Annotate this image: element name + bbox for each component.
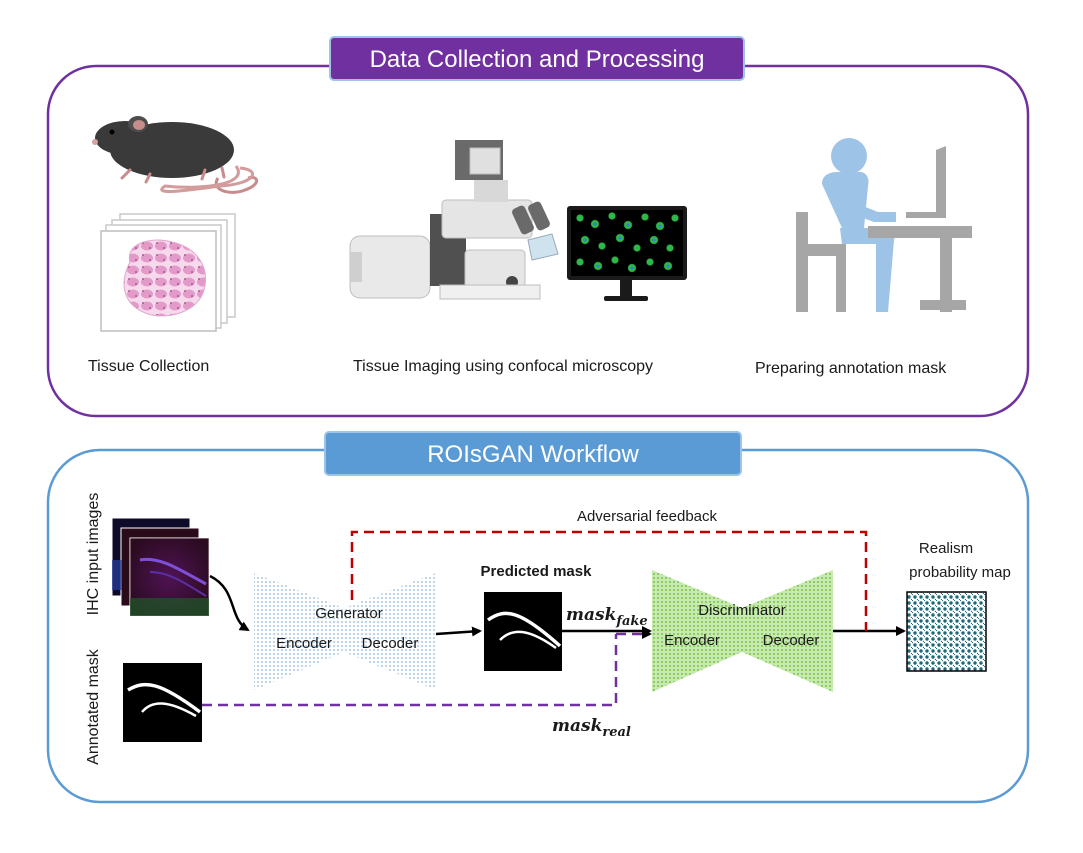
monitor-cells-icon [567, 206, 687, 301]
generator-decoder-shape [344, 573, 436, 690]
mouse-icon [92, 116, 259, 194]
discriminator-decoder-shape [742, 570, 833, 692]
discriminator-title: Discriminator [698, 602, 786, 619]
annotated-mask-label: Annotated mask [85, 648, 102, 765]
ihc-images-stack [111, 517, 210, 617]
mask-fake-label: maskfake [566, 605, 648, 629]
mask-real-base: mask [552, 716, 602, 736]
generator-decoder-label: Decoder [362, 635, 419, 652]
top-panel-title: Data Collection and Processing [370, 46, 705, 73]
realism-map-image [906, 591, 987, 672]
adversarial-feedback-label: Adversarial feedback [577, 508, 718, 525]
bottom-panel-title-box [324, 431, 742, 476]
person-at-desk-icon [796, 138, 972, 312]
annotated-mask-image [123, 663, 202, 742]
predicted-mask-label: Predicted mask [481, 563, 593, 580]
generator-to-mask-arrow [435, 626, 482, 637]
realism-label-line2: probability map [909, 564, 1011, 581]
mask-real-sub: real [602, 725, 631, 740]
tissue-collection-label: Tissue Collection [88, 358, 209, 375]
tissue-slides-icon [100, 213, 236, 332]
confocal-microscope-icon [349, 140, 559, 300]
ihc-input-label: IHC input images [85, 493, 102, 616]
discriminator-encoder-label: Encoder [664, 632, 720, 649]
bottom-panel-title: ROIsGAN Workflow [427, 441, 639, 468]
mask-real-label: maskreal [552, 716, 631, 740]
realism-label-line1: Realism [919, 540, 973, 557]
adversarial-feedback-path [350, 530, 868, 631]
ihc-to-generator-arrow [209, 574, 250, 632]
generator-shape [254, 573, 344, 690]
generator-title: Generator [315, 605, 383, 622]
mask-fake-sub: fake [615, 614, 647, 629]
real-mask-path [202, 634, 618, 707]
top-panel-title-box [329, 36, 745, 81]
generator-encoder-label: Encoder [276, 635, 332, 652]
annotation-mask-label: Preparing annotation mask [755, 360, 947, 377]
tissue-imaging-label: Tissue Imaging using confocal microscopy [353, 358, 653, 375]
mask-fake-base: mask [566, 605, 616, 625]
discriminator-encoder-shape [652, 570, 742, 692]
discriminator-decoder-label: Decoder [763, 632, 820, 649]
predicted-mask-image [484, 592, 562, 671]
